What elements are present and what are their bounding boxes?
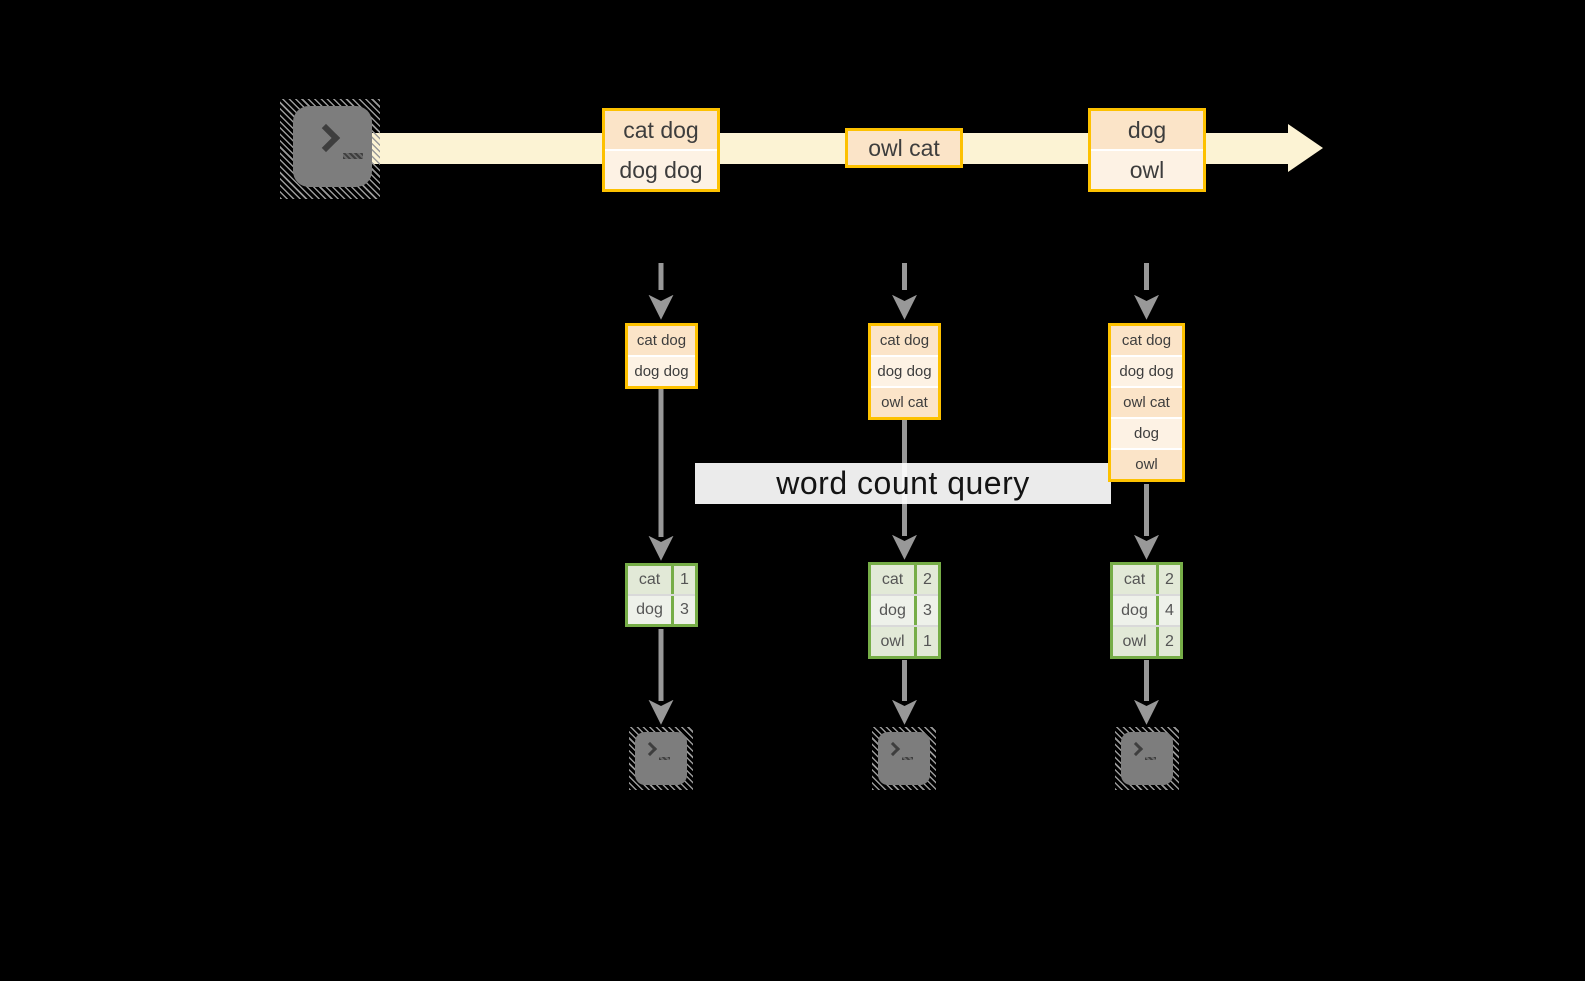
word-cell: cat: [1113, 565, 1156, 594]
terminal-icon: [629, 727, 693, 790]
word-cell: owl: [1113, 627, 1156, 656]
record: dog dog: [871, 355, 938, 386]
table-row: owl 1: [871, 625, 938, 656]
record: dog dog: [628, 355, 695, 386]
count-cell: 3: [671, 596, 695, 624]
word-cell: dog: [1113, 596, 1156, 625]
word-cell: cat: [871, 565, 914, 594]
state-batch-1: cat dog dog dog: [625, 323, 698, 389]
count-cell: 2: [1156, 565, 1180, 594]
count-cell: 3: [914, 596, 938, 625]
terminal-screen: [293, 106, 372, 187]
result-table-3: cat 2 dog 4 owl 2: [1110, 562, 1183, 659]
prompt-chevron-icon: [642, 741, 658, 757]
count-cell: 4: [1156, 596, 1180, 625]
stream-batch-1: cat dog dog dog: [602, 108, 720, 192]
record: owl: [1091, 149, 1203, 189]
prompt-underscore-icon: [343, 153, 363, 159]
word-cell: dog: [628, 596, 671, 624]
terminal-screen: [1121, 732, 1173, 785]
count-cell: 1: [671, 566, 695, 594]
prompt-underscore-icon: [659, 757, 670, 760]
prompt-underscore-icon: [902, 757, 913, 760]
count-cell: 1: [914, 627, 938, 656]
terminal-icon: [280, 99, 380, 199]
stream-batch-3: dog owl: [1088, 108, 1206, 192]
count-cell: 2: [914, 565, 938, 594]
prompt-underscore-icon: [1145, 757, 1156, 760]
table-row: cat 1: [628, 566, 695, 594]
record: dog dog: [1111, 355, 1182, 386]
word-cell: dog: [871, 596, 914, 625]
record: owl cat: [871, 386, 938, 417]
record: owl cat: [848, 131, 960, 165]
record: cat dog: [1111, 326, 1182, 355]
terminal-screen: [635, 732, 687, 785]
terminal-icon: [1115, 727, 1179, 790]
stream-arrowhead: [1288, 124, 1323, 172]
state-batch-3: cat dog dog dog owl cat dog owl: [1108, 323, 1185, 482]
table-row: dog 3: [871, 594, 938, 625]
record: cat dog: [628, 326, 695, 355]
table-row: cat 2: [1113, 565, 1180, 594]
query-label-text: word count query: [776, 465, 1030, 501]
record: dog dog: [605, 149, 717, 189]
prompt-chevron-icon: [885, 741, 901, 757]
record: dog: [1111, 417, 1182, 448]
terminal-screen: [878, 732, 930, 785]
result-table-2: cat 2 dog 3 owl 1: [868, 562, 941, 659]
record: owl cat: [1111, 386, 1182, 417]
count-cell: 2: [1156, 627, 1180, 656]
stream-batch-2: owl cat: [845, 128, 963, 168]
table-row: dog 3: [628, 594, 695, 624]
record: cat dog: [605, 111, 717, 149]
word-cell: owl: [871, 627, 914, 656]
record: dog: [1091, 111, 1203, 149]
result-table-1: cat 1 dog 3: [625, 563, 698, 627]
query-label: word count query: [695, 463, 1111, 504]
state-batch-2: cat dog dog dog owl cat: [868, 323, 941, 420]
terminal-icon: [872, 727, 936, 790]
table-row: owl 2: [1113, 625, 1180, 656]
table-row: dog 4: [1113, 594, 1180, 625]
prompt-chevron-icon: [1128, 741, 1144, 757]
record: owl: [1111, 448, 1182, 479]
record: cat dog: [871, 326, 938, 355]
word-cell: cat: [628, 566, 671, 594]
table-row: cat 2: [871, 565, 938, 594]
